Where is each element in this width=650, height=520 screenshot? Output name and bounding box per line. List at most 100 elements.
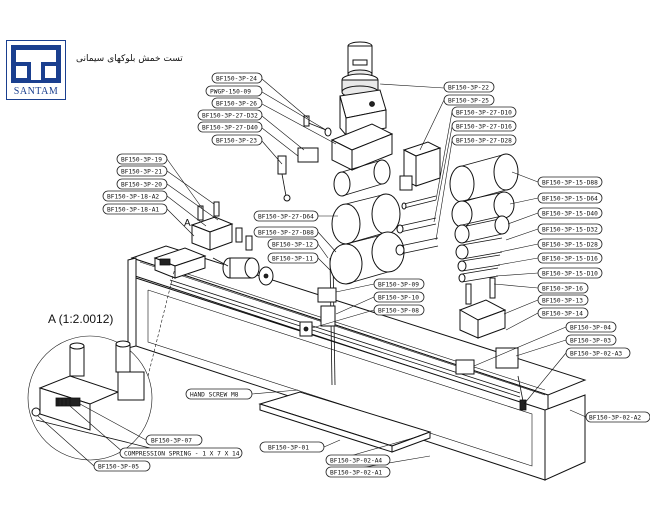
detail-view-title: A (1:2.0012) xyxy=(48,312,114,326)
label-text: BF150-3P-15-D32 xyxy=(542,227,598,234)
right-carriage-assembly xyxy=(455,277,527,411)
logo-wordmark: SANTAM xyxy=(13,86,59,97)
label-bf150-3p-27-d88: BF150-3P-27-D88 xyxy=(253,226,319,238)
label-text: HAND SCREW M8 xyxy=(190,392,239,399)
upper-rollers xyxy=(329,159,405,285)
hand-screw-assembly xyxy=(212,257,274,286)
label-text: BF150-3P-15-D40 xyxy=(542,211,598,218)
label-text: PWGP-150-09 xyxy=(210,89,251,96)
label-text: BF150-3P-16 xyxy=(542,286,583,293)
santam-logo: SANTAM xyxy=(6,40,66,100)
label-bf150-3p-09: BF150-3P-09 xyxy=(373,278,425,290)
label-text: BF150-3P-09 xyxy=(378,282,419,289)
label-bf150-3p-27-d16: BF150-3P-27-D16 xyxy=(451,120,517,132)
label-bf150-3p-27-d32: BF150-3P-27-D32 xyxy=(197,109,263,121)
section-marker: A xyxy=(184,218,191,229)
label-bf150-3p-15-d64: BF150-3P-15-D64 xyxy=(537,192,603,204)
label-text: BF150-3P-27-D10 xyxy=(456,110,512,117)
label-text: BF150-3P-27-D40 xyxy=(202,125,258,132)
label-text: BF150-3P-15-D64 xyxy=(542,196,598,203)
drawing-title: تست خمش بلوکهای سیمانی xyxy=(76,54,183,64)
label-hand-screw-m8: HAND SCREW M8 xyxy=(185,388,253,400)
label-bf150-3p-26: BF150-3P-26 xyxy=(211,97,263,109)
label-text: BF150-3P-04 xyxy=(570,325,611,332)
label-bf150-3p-15-d88: BF150-3P-15-D88 xyxy=(537,176,603,188)
label-text: BF150-3P-05 xyxy=(98,464,139,471)
label-text: BF150-3P-18-A2 xyxy=(107,194,159,201)
label-text: BF150-3P-26 xyxy=(216,101,257,108)
left-clamp-assembly xyxy=(153,201,253,279)
label-bf150-3p-27-d28: BF150-3P-27-D28 xyxy=(451,134,517,146)
label-text: BF150-3P-11 xyxy=(272,256,313,263)
label-text: BF150-3P-24 xyxy=(216,76,257,83)
label-bf150-3p-16: BF150-3P-16 xyxy=(537,282,589,294)
label-text: BF150-3P-14 xyxy=(542,311,583,318)
label-bf150-3p-14: BF150-3P-14 xyxy=(537,307,589,319)
label-bf150-3p-27-d64: BF150-3P-27-D64 xyxy=(253,210,319,222)
right-roller-set xyxy=(449,153,519,283)
label-bf150-3p-02-a2: BF150-3P-02-A2 xyxy=(585,411,650,423)
base-frame xyxy=(127,245,587,481)
label-text: BF150-3P-03 xyxy=(570,338,611,345)
label-text: BF150-3P-02-A2 xyxy=(589,415,641,422)
label-text: BF150-3P-08 xyxy=(378,308,419,315)
label-bf150-3p-15-d40: BF150-3P-15-D40 xyxy=(537,207,603,219)
label-bf150-3p-02-a4: BF150-3P-02-A4 xyxy=(325,454,391,466)
label-text: BF150-3P-23 xyxy=(216,138,257,145)
load-cell-assembly xyxy=(339,41,387,137)
label-bf150-3p-11: BF150-3P-11 xyxy=(267,252,319,264)
label-text: BF150-3P-19 xyxy=(121,157,162,164)
label-bf150-3p-10: BF150-3P-10 xyxy=(373,291,425,303)
label-text: BF150-3P-02-A3 xyxy=(570,351,622,358)
detail-view-a: A xyxy=(27,218,191,461)
label-text: BF150-3P-27-D32 xyxy=(202,113,258,120)
label-bf150-3p-21: BF150-3P-21 xyxy=(116,165,168,177)
label-bf150-3p-12: BF150-3P-12 xyxy=(267,238,319,250)
label-bf150-3p-27-d10: BF150-3P-27-D10 xyxy=(451,106,517,118)
label-bf150-3p-02-a3: BF150-3P-02-A3 xyxy=(565,347,631,359)
label-bf150-3p-18-a1: BF150-3P-18-A1 xyxy=(102,203,168,215)
santam-logo-mark xyxy=(11,45,61,83)
part-labels: BF150-3P-24 PWGP-150-09 BF150-3P-26 BF15… xyxy=(93,72,650,478)
label-pwgp-150-09: PWGP-150-09 xyxy=(205,85,263,97)
label-text: BF150-3P-01 xyxy=(268,445,309,452)
label-bf150-3p-04: BF150-3P-04 xyxy=(565,321,617,333)
label-text: BF150-3P-15-D16 xyxy=(542,256,598,263)
label-bf150-3p-22: BF150-3P-22 xyxy=(443,81,495,93)
label-bf150-3p-01: BF150-3P-01 xyxy=(259,441,325,453)
label-text: BF150-3P-21 xyxy=(121,169,162,176)
label-text: BF150-3P-15-D28 xyxy=(542,242,598,249)
label-compression-spring: COMPRESSION SPRING - 1 X 7 X 14 xyxy=(119,447,243,459)
label-text: BF150-3P-02-A4 xyxy=(330,458,382,465)
label-text: BF150-3P-07 xyxy=(151,438,192,445)
label-text: BF150-3P-27-D88 xyxy=(258,230,314,237)
label-text: BF150-3P-12 xyxy=(272,242,313,249)
center-rod-assembly xyxy=(299,257,337,386)
label-text: BF150-3P-27-D16 xyxy=(456,124,512,131)
label-bf150-3p-15-d16: BF150-3P-15-D16 xyxy=(537,252,603,264)
label-bf150-3p-20: BF150-3P-20 xyxy=(116,178,168,190)
label-bf150-3p-03: BF150-3P-03 xyxy=(565,334,617,346)
label-text: BF150-3P-27-D28 xyxy=(456,138,512,145)
label-bf150-3p-23: BF150-3P-23 xyxy=(211,134,263,146)
upper-crosshead xyxy=(277,115,394,202)
label-bf150-3p-19: BF150-3P-19 xyxy=(116,153,168,165)
base-slab xyxy=(258,391,432,453)
label-text: BF150-3P-27-D64 xyxy=(258,214,314,221)
label-text: BF150-3P-02-A1 xyxy=(330,470,382,477)
label-text: BF150-3P-20 xyxy=(121,182,162,189)
label-bf150-3p-15-d32: BF150-3P-15-D32 xyxy=(537,223,603,235)
label-bf150-3p-18-a2: BF150-3P-18-A2 xyxy=(102,190,168,202)
label-bf150-3p-05: BF150-3P-05 xyxy=(93,460,151,472)
label-text: BF150-3P-22 xyxy=(448,85,489,92)
right-roller-bracket xyxy=(395,141,442,256)
label-bf150-3p-27-d40: BF150-3P-27-D40 xyxy=(197,121,263,133)
label-text: BF150-3P-15-D10 xyxy=(542,271,598,278)
label-bf150-3p-15-d10: BF150-3P-15-D10 xyxy=(537,267,603,279)
label-bf150-3p-15-d28: BF150-3P-15-D28 xyxy=(537,238,603,250)
label-bf150-3p-02-a1: BF150-3P-02-A1 xyxy=(325,466,391,478)
label-bf150-3p-08: BF150-3P-08 xyxy=(373,304,425,316)
label-text: COMPRESSION SPRING - 1 X 7 X 14 xyxy=(124,451,240,458)
label-bf150-3p-24: BF150-3P-24 xyxy=(211,72,263,84)
